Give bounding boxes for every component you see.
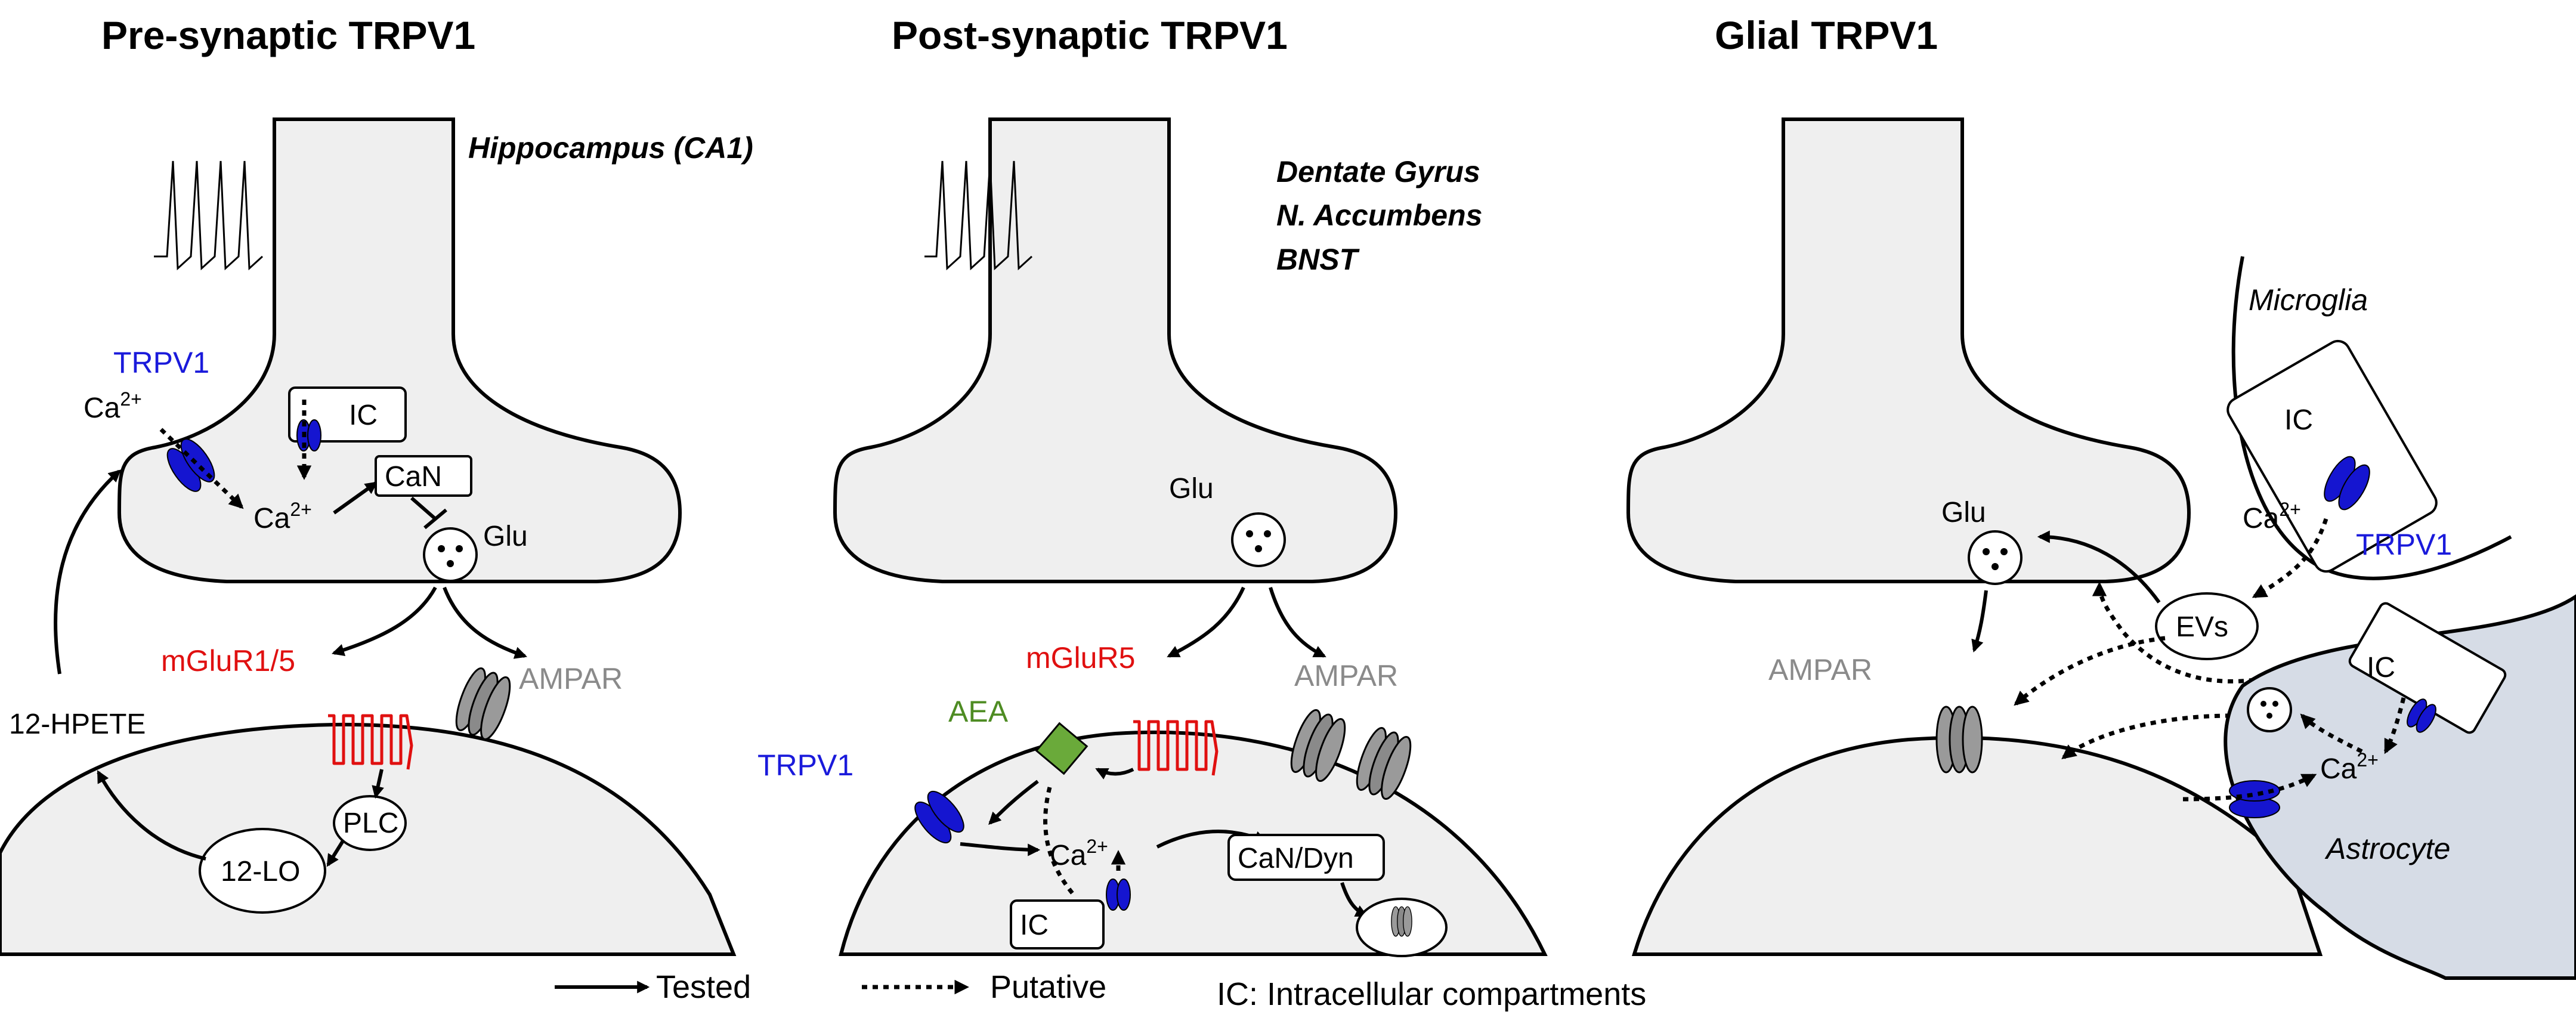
panel-title-post: Post-synaptic TRPV1 bbox=[892, 13, 1288, 57]
evs-to-ampar-arrow bbox=[2014, 636, 2166, 706]
region-label-dentate: Dentate Gyrus bbox=[1276, 155, 1480, 188]
can-inhibit-bar bbox=[423, 508, 447, 530]
mglur-to-plc-arrow bbox=[372, 769, 384, 799]
glutamate-vesicle-pre bbox=[423, 527, 478, 582]
plc-label: PLC bbox=[343, 808, 398, 839]
region-label-bnst: BNST bbox=[1276, 243, 1360, 276]
ca-label-pre-1: Ca2+ bbox=[84, 388, 142, 424]
aea-label: AEA bbox=[948, 695, 1009, 728]
ic-label-pre: IC bbox=[349, 400, 378, 431]
legend-putative-label: Putative bbox=[990, 969, 1106, 1005]
ampar-channel-glial bbox=[1935, 706, 1983, 774]
12-lo-node bbox=[199, 828, 326, 914]
presynaptic-terminal bbox=[117, 117, 682, 583]
hpete-label: 12-HPETE bbox=[9, 709, 146, 740]
evs-node bbox=[2155, 592, 2259, 660]
lo-label: 12-LO bbox=[221, 856, 300, 887]
ca-label-astrocyte: Ca2+ bbox=[2320, 749, 2379, 785]
mglur5-label: mGluR5 bbox=[1026, 641, 1135, 675]
trpv1-label-post: TRPV1 bbox=[757, 748, 853, 782]
glu-to-mglur-arrow bbox=[331, 586, 437, 657]
presynaptic-terminal-post bbox=[833, 117, 1398, 583]
plc-to-lo-arrow bbox=[326, 840, 345, 867]
panel-title-glial: Glial TRPV1 bbox=[1715, 13, 1938, 57]
evs-label: EVs bbox=[2176, 611, 2228, 643]
legend: Tested Putative IC: Intracellular compar… bbox=[555, 969, 1646, 1012]
astro-trpv1-influx-arrow bbox=[2182, 773, 2317, 802]
glutamate-vesicle-post bbox=[1231, 512, 1286, 567]
trpv1-label-pre: TRPV1 bbox=[113, 346, 209, 379]
region-label-accumbens: N. Accumbens bbox=[1276, 199, 1482, 232]
microglia-membrane bbox=[2231, 256, 2512, 580]
microglia-label: Microglia bbox=[2249, 283, 2368, 317]
ic-label-microglia: IC bbox=[2284, 404, 2313, 436]
glu-label-glial: Glu bbox=[1941, 497, 1986, 528]
glu-to-ampar-glial-arrow bbox=[1971, 590, 1988, 652]
ca-label-pre-2: Ca2+ bbox=[253, 499, 312, 534]
trpv1-to-ca-arrow bbox=[960, 842, 1041, 856]
postsynaptic-spine-glial bbox=[1631, 735, 2323, 956]
microglia-to-evs-arrow bbox=[2252, 518, 2328, 599]
panel-post-synaptic: Post-synaptic TRPV1 Dentate Gyrus N. Acc… bbox=[757, 13, 1548, 957]
can-inhibit-line bbox=[410, 496, 437, 521]
aea-molecule bbox=[1035, 722, 1088, 775]
ic-box-post bbox=[1010, 899, 1105, 949]
glu-to-mglur5-arrow bbox=[1167, 586, 1245, 658]
glu-label-pre: Glu bbox=[483, 521, 528, 552]
ca-label-microglia: Ca2+ bbox=[2243, 499, 2301, 534]
plc-node bbox=[333, 795, 407, 851]
trpv1-label-glial: TRPV1 bbox=[2356, 528, 2452, 561]
glu-to-ampar-post-arrow bbox=[1269, 587, 1326, 658]
hpete-to-trpv1-arrow bbox=[54, 469, 122, 675]
ampar-label-glial: AMPAR bbox=[1768, 653, 1872, 686]
can-box-pre bbox=[375, 455, 472, 497]
aea-dashed-path bbox=[1043, 787, 1075, 896]
can-label-pre: CaN bbox=[385, 461, 442, 493]
legend-ic-definition: IC: Intracellular compartments bbox=[1217, 976, 1646, 1012]
lo-to-hpete-arrow bbox=[97, 770, 206, 861]
glu-to-ampar-arrow bbox=[443, 586, 527, 659]
glutamate-vesicle-glial bbox=[1968, 530, 2023, 585]
ic-box-astrocyte bbox=[2348, 602, 2507, 734]
ca-influx-arrow bbox=[159, 428, 244, 509]
action-potential-trace bbox=[154, 160, 264, 271]
ampar-channel-pre bbox=[449, 664, 517, 744]
presynaptic-terminal-glial bbox=[1626, 117, 2191, 583]
panel-title-pre: Pre-synaptic TRPV1 bbox=[101, 13, 475, 57]
panel-glial: Glial TRPV1 Microglia IC Ca2+ TRPV1 EVs … bbox=[1626, 13, 2576, 980]
ca-label-post: Ca2+ bbox=[1050, 836, 1108, 871]
panel-pre-synaptic: Pre-synaptic TRPV1 Hippocampus (CA1) TRP… bbox=[0, 13, 753, 956]
gliotransmitter-vesicle bbox=[2247, 687, 2292, 732]
legend-tested-label: Tested bbox=[656, 969, 751, 1005]
action-potential-trace-post bbox=[924, 160, 1033, 271]
ampar-channel-post-2 bbox=[1350, 723, 1418, 803]
ampar-label-post: AMPAR bbox=[1294, 659, 1398, 692]
astrocyte-label: Astrocyte bbox=[2324, 832, 2450, 865]
ca-to-can-arrow bbox=[333, 481, 378, 515]
ic-label-post: IC bbox=[1020, 910, 1049, 941]
ampar-label-pre: AMPAR bbox=[519, 662, 623, 695]
astro-to-terminal-arrow bbox=[2092, 581, 2255, 683]
internalized-ampar bbox=[1391, 906, 1412, 937]
candyn-label: CaN/Dyn bbox=[1238, 843, 1354, 874]
mglur-label-pre: mGluR1/5 bbox=[161, 644, 295, 678]
astro-to-spine-arrow bbox=[2061, 713, 2231, 760]
glu-label-post: Glu bbox=[1169, 473, 1214, 505]
evs-to-vesicle-arrow bbox=[2037, 530, 2161, 604]
aea-to-trpv1-arrow bbox=[988, 780, 1039, 825]
region-label-hippocampus: Hippocampus (CA1) bbox=[468, 131, 753, 165]
ic-label-astrocyte: IC bbox=[2367, 652, 2395, 683]
ic-box-microglia bbox=[2226, 339, 2438, 573]
mglur5-to-aea-arrow bbox=[1095, 768, 1134, 780]
candyn-box bbox=[1227, 834, 1385, 881]
astro-ic-release-arrow bbox=[2383, 697, 2406, 754]
